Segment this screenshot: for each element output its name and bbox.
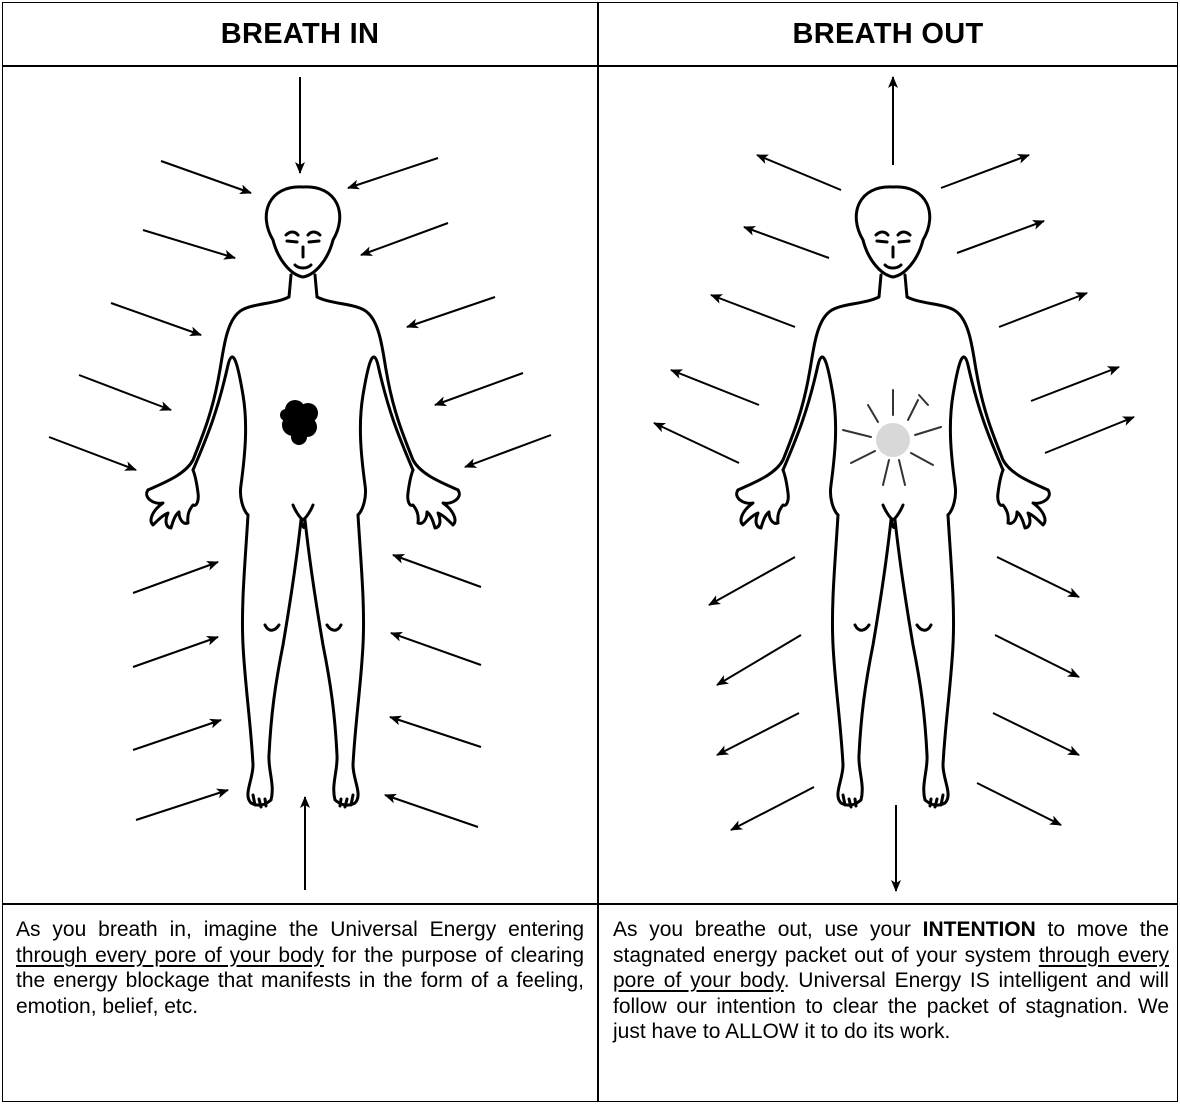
- breath-in-illustration: [3, 65, 597, 903]
- breath-in-header: BREATH IN: [3, 3, 597, 65]
- breath-out-figure: [599, 65, 1177, 903]
- energy-blockage-blob: [280, 400, 318, 445]
- breath-out-illustration: [599, 65, 1177, 903]
- breath-in-figure: [3, 65, 597, 903]
- human-body-outline: [147, 187, 460, 807]
- caption-text: As you breath in, imagine the Universal …: [16, 918, 584, 941]
- inward-arrows: [49, 77, 551, 890]
- breath-in-caption: As you breath in, imagine the Universal …: [16, 917, 584, 1019]
- outward-arrows: [654, 77, 1134, 891]
- released-energy-burst: [843, 390, 941, 485]
- caption-text: As you breathe out, use your: [613, 918, 923, 941]
- caption-divider: [3, 903, 1177, 905]
- breath-out-header: BREATH OUT: [599, 3, 1177, 65]
- caption-underlined-text: through every pore of your body: [16, 944, 324, 967]
- human-body-outline: [737, 187, 1050, 807]
- caption-bold-text: INTENTION: [923, 918, 1036, 941]
- breath-out-caption: As you breathe out, use your INTENTION t…: [613, 917, 1169, 1045]
